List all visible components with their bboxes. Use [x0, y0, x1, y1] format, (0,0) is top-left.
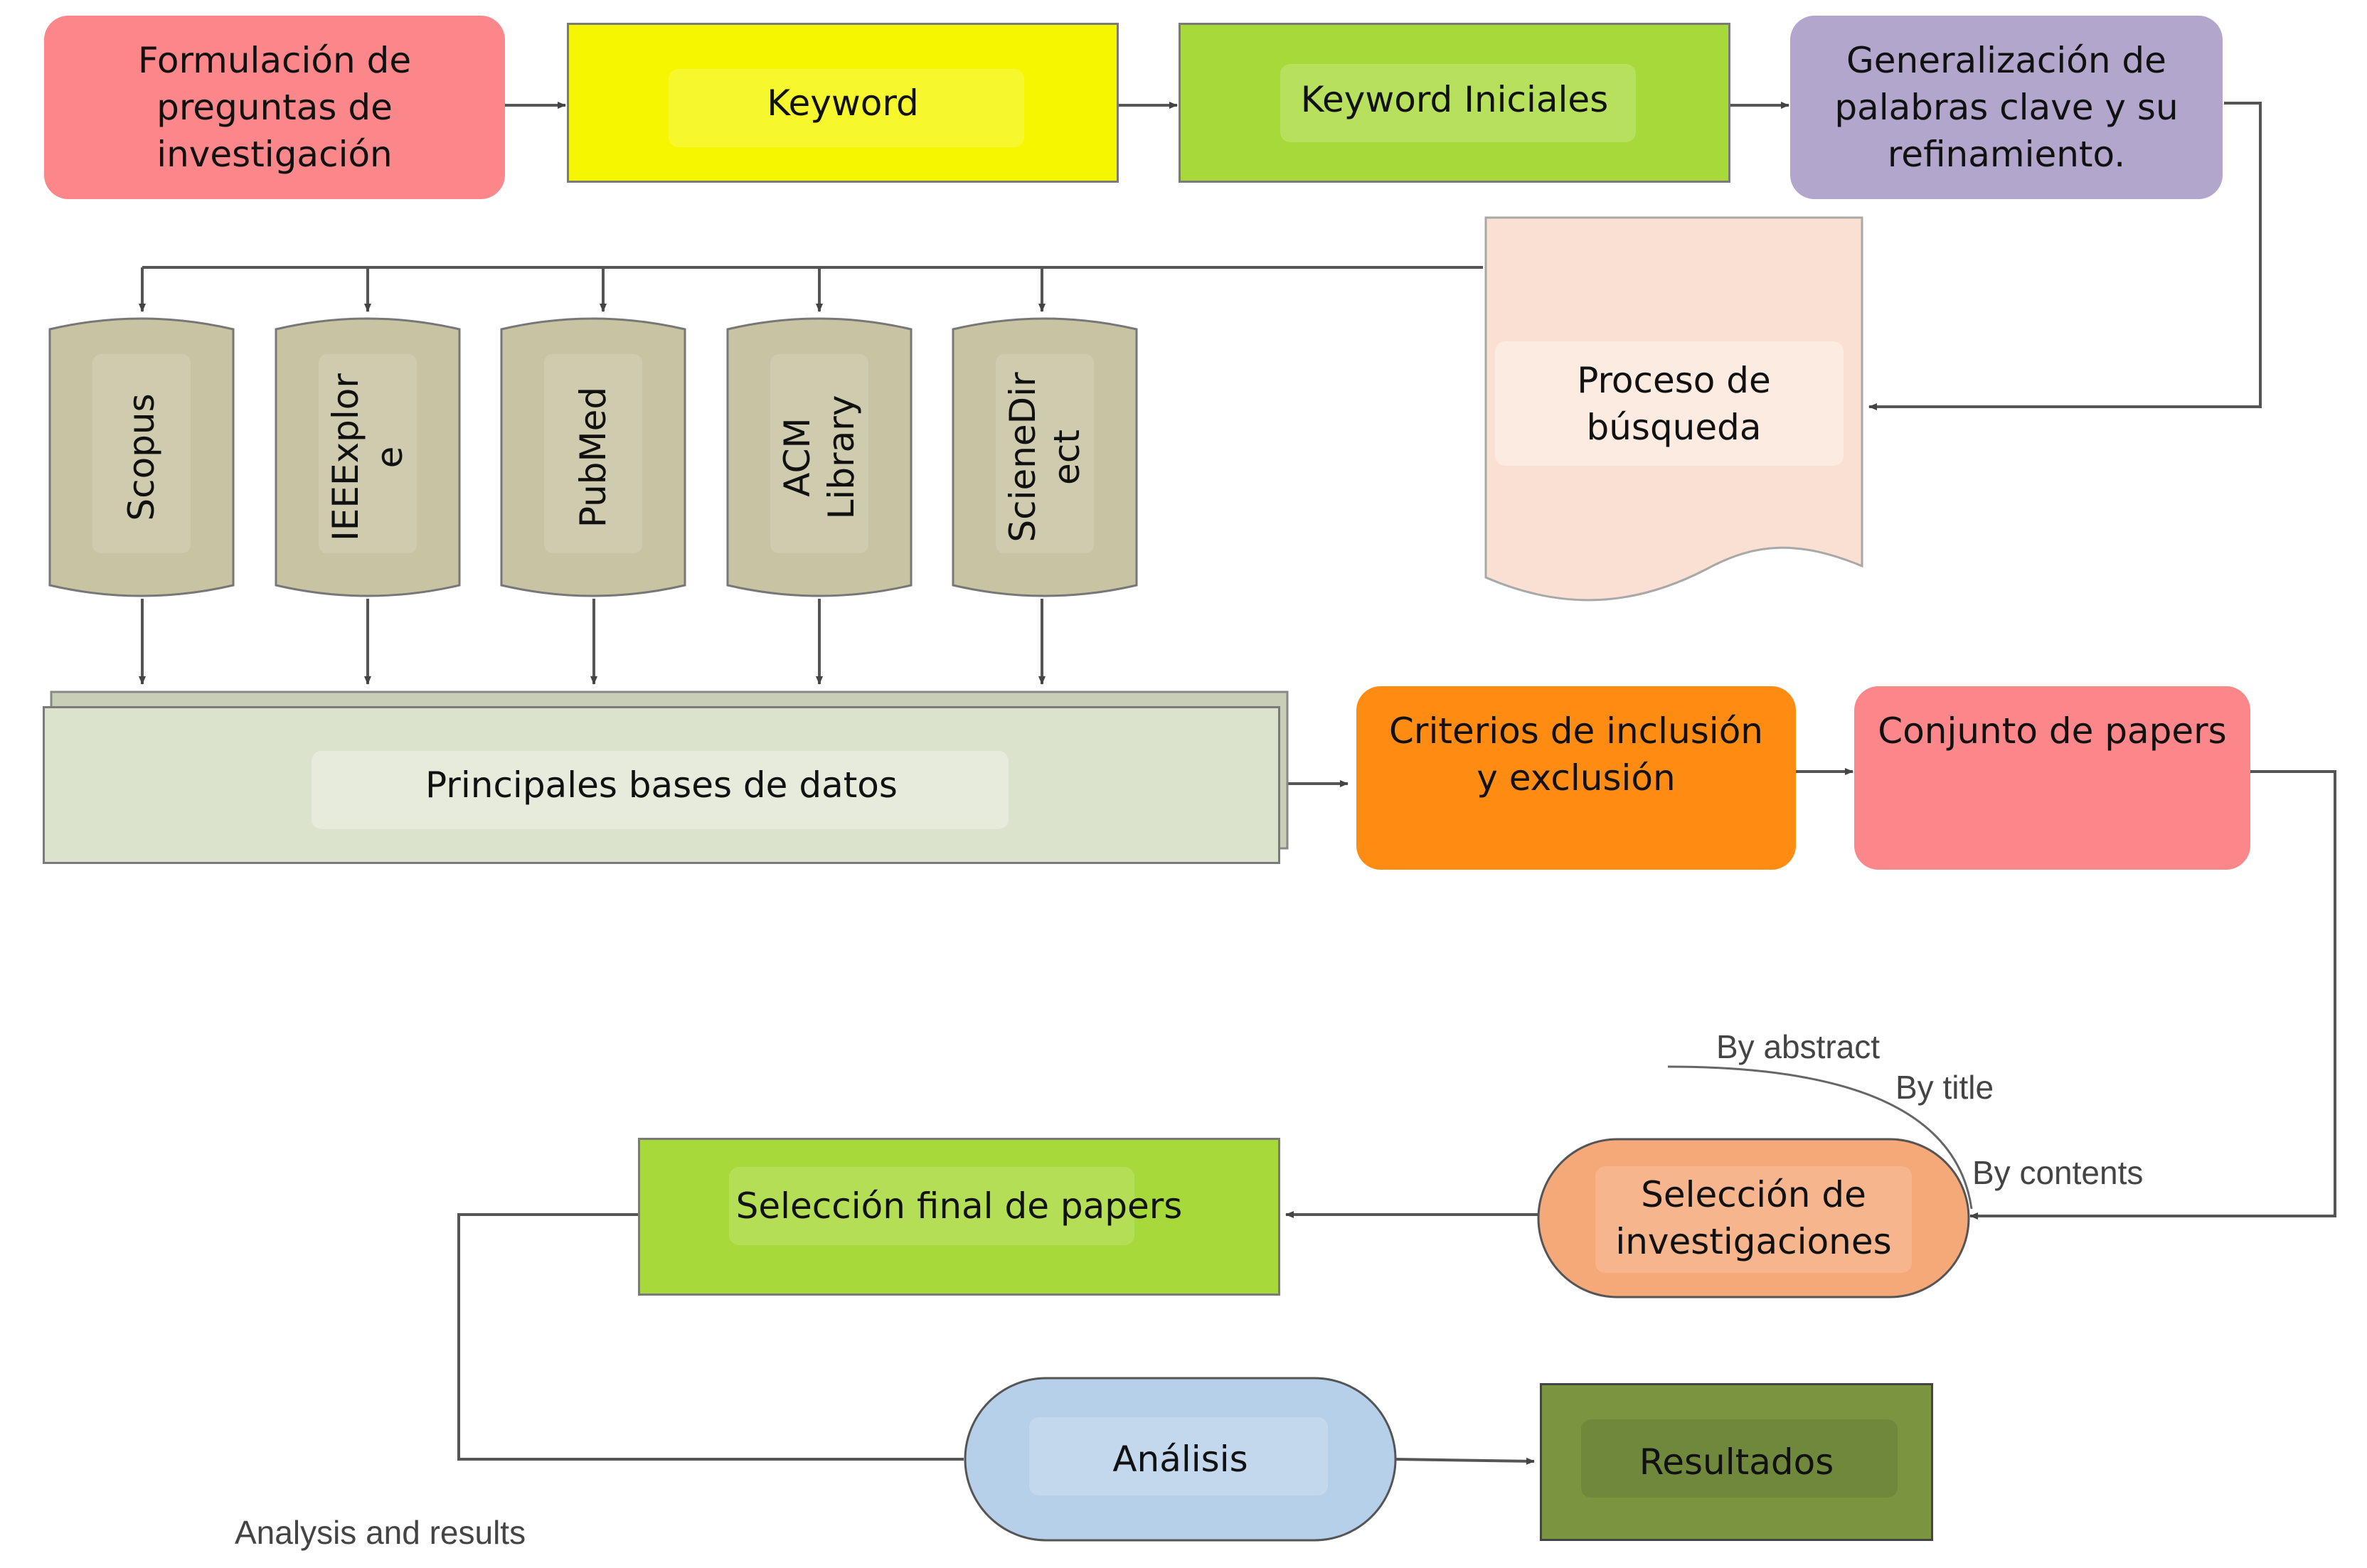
generalizacion-node: Generalización de palabras clave y su re…	[1790, 16, 2223, 199]
note-by-title: By title	[1895, 1069, 1994, 1106]
seleccion-final-node: Selección final de papers	[638, 1138, 1280, 1296]
conjunto-label: Conjunto de papers	[1878, 710, 2227, 752]
database-cylinder	[48, 317, 235, 597]
analisis-node: Análisis	[965, 1378, 1395, 1540]
annotation-arc	[1667, 1065, 1973, 1210]
database-label: ACM Library	[776, 395, 863, 520]
keyword-iniciales-label: Keyword Iniciales	[1300, 78, 1609, 120]
database-label: IEEExplor e	[324, 373, 411, 541]
note-analysis-results: Analysis and results	[235, 1514, 526, 1551]
analisis-label: Análisis	[1112, 1439, 1248, 1480]
conjunto-node: Conjunto de papers	[1854, 686, 2250, 870]
database-cylinder-glow	[92, 354, 191, 553]
seleccion-investigaciones-node: Selección de investigaciones	[1538, 1139, 1969, 1297]
analisis-shape	[964, 1377, 1397, 1542]
database-label: PubMed	[572, 386, 614, 528]
arrow-analisis-resultados	[1395, 1457, 1535, 1465]
seleccion-investigaciones-label: Selección de investigaciones	[1615, 1174, 1892, 1262]
database-label: ScieneDir ect	[1001, 372, 1088, 543]
principales-glow	[312, 751, 1009, 829]
database-cylinder	[500, 317, 686, 597]
proceso-label: Proceso de búsqueda	[1577, 359, 1771, 448]
database-cylinder	[952, 317, 1138, 597]
database-cylinders	[48, 317, 1138, 597]
formulacion-node: Formulación de preguntas de investigació…	[44, 16, 505, 199]
resultados-glow	[1581, 1419, 1898, 1498]
note-by-contents: By contents	[1972, 1154, 2144, 1191]
database-cylinder	[726, 317, 913, 597]
seleccion-final-glow	[729, 1167, 1134, 1245]
principales-node: Principales bases de datos	[43, 706, 1280, 864]
arrow-final-analisis	[457, 1213, 964, 1461]
note-by-abstract: By abstract	[1716, 1028, 1881, 1065]
arrow-conjunto-seleccion	[1969, 770, 2336, 1220]
keyword-label: Keyword	[767, 82, 919, 124]
seleccion-investigaciones-shape	[1537, 1138, 1970, 1298]
formulacion-label: Formulación de preguntas de investigació…	[137, 40, 412, 175]
database-cylinder-glow	[544, 354, 642, 553]
criterios-label: Criterios de inclusión y exclusión	[1389, 710, 1763, 799]
keyword-glow	[669, 69, 1024, 147]
principales-label: Principales bases de datos	[425, 764, 898, 806]
database-cylinder-glow	[770, 354, 868, 553]
keyword-iniciales-node: Keyword Iniciales	[1179, 23, 1730, 183]
database-cylinder-glow	[319, 354, 417, 553]
criterios-node: Criterios de inclusión y exclusión	[1356, 686, 1796, 870]
seleccion-investigaciones-glow	[1595, 1166, 1912, 1273]
proceso-glow	[1495, 341, 1844, 466]
proceso-document-shape	[1484, 216, 1863, 602]
keyword-iniciales-glow	[1280, 64, 1636, 142]
seleccion-final-label: Selección final de papers	[735, 1185, 1183, 1227]
analisis-glow	[1029, 1417, 1328, 1495]
keyword-node: Keyword	[567, 23, 1119, 183]
generalizacion-label: Generalización de palabras clave y su re…	[1834, 40, 2179, 175]
resultados-node: Resultados	[1540, 1383, 1933, 1541]
database-cylinder	[275, 317, 461, 597]
resultados-label: Resultados	[1639, 1441, 1834, 1483]
arrow-generalizacion-proceso	[1868, 102, 2262, 410]
database-label: Scopus	[120, 393, 162, 521]
database-cylinder-glow	[996, 354, 1094, 553]
proceso-node: Proceso de búsqueda	[1486, 341, 1862, 466]
